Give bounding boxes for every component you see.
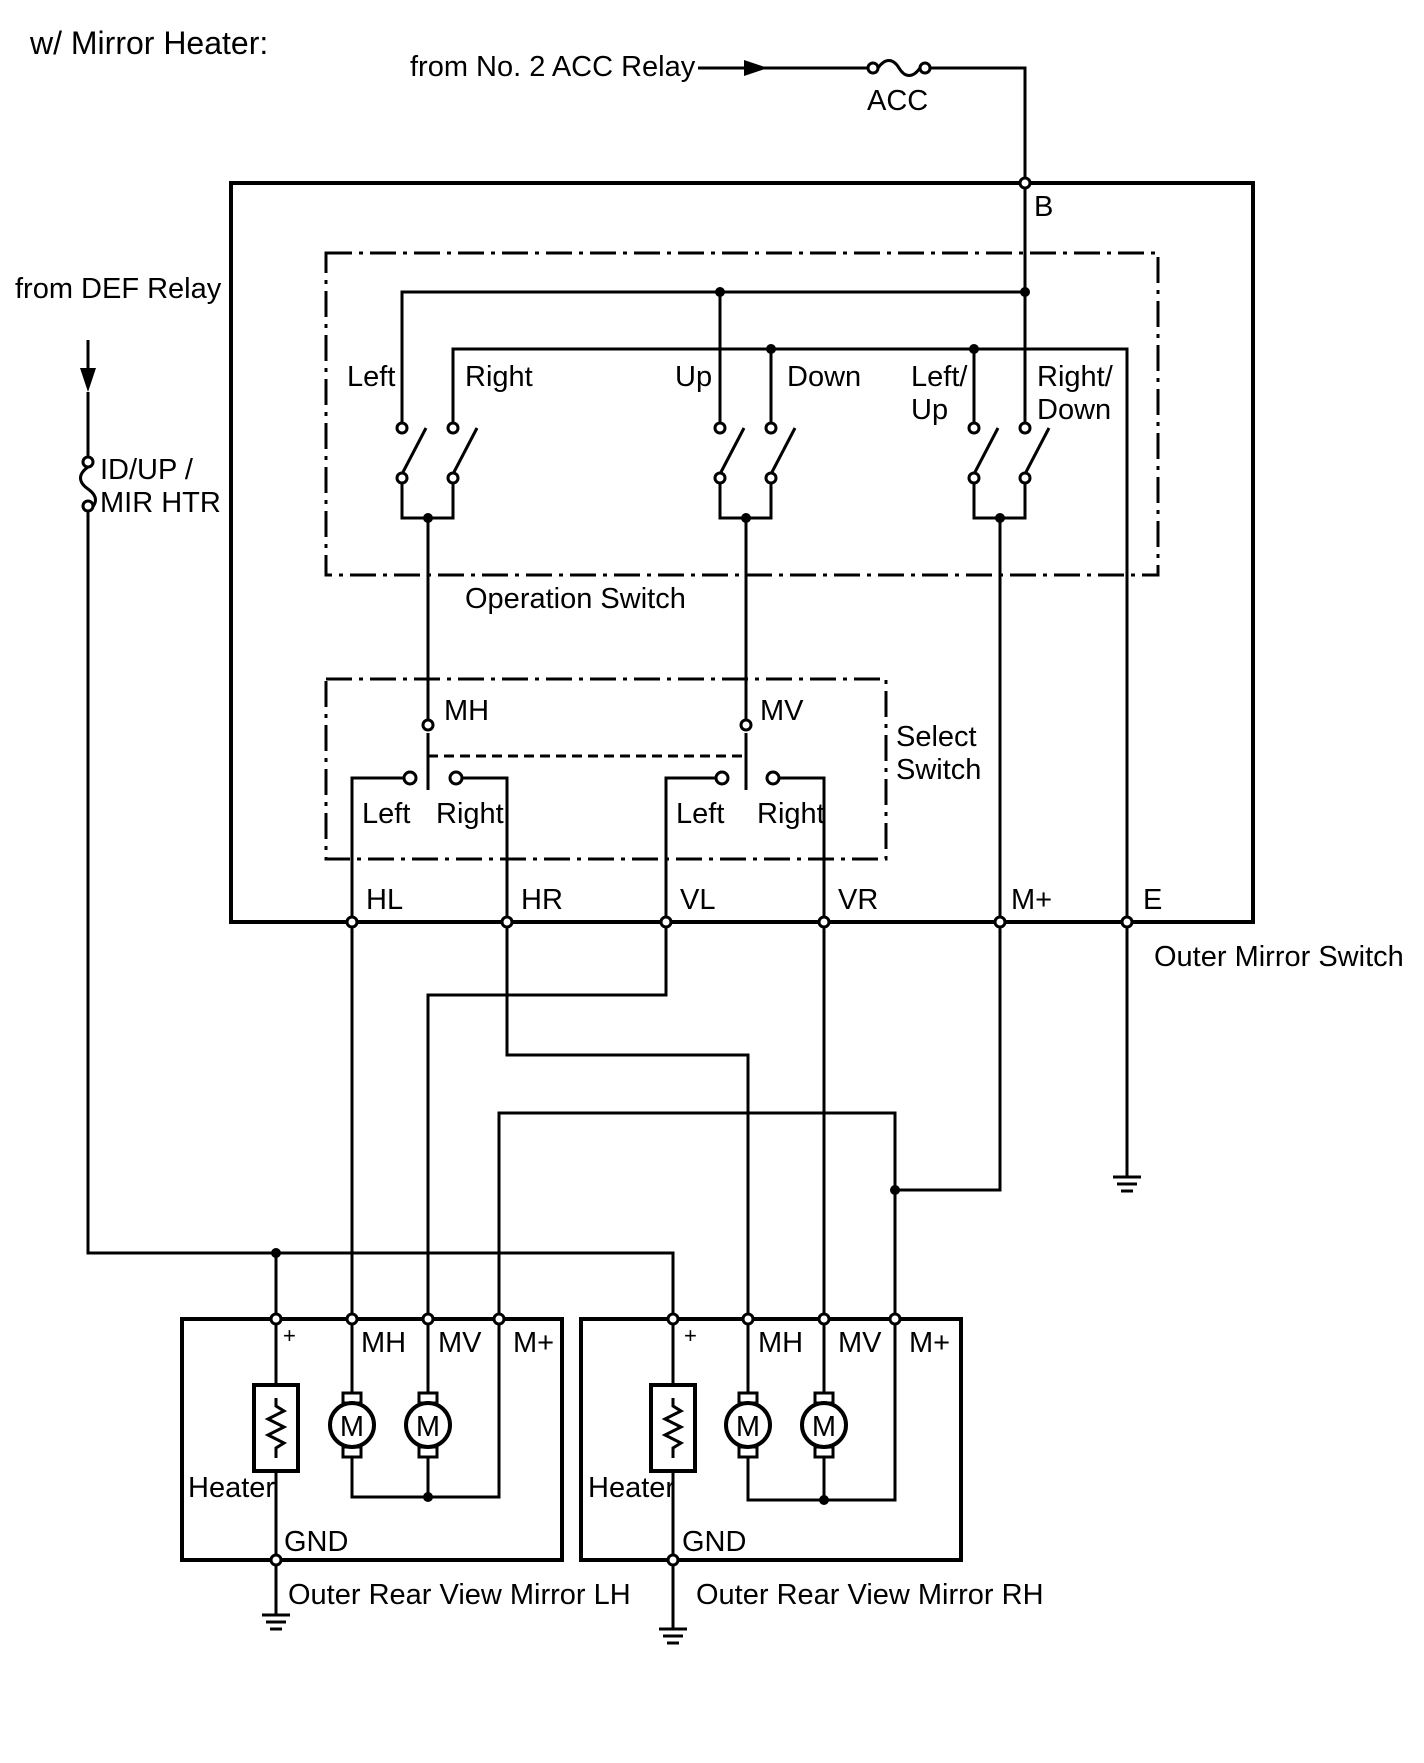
motor-label: M (340, 1411, 364, 1443)
contact-left-up-label-1: Left/ (911, 361, 968, 393)
contact-down-label: Down (787, 361, 861, 393)
terminal-m-plus (993, 915, 1007, 929)
operation-switch-label: Operation Switch (465, 583, 686, 615)
switch-up-down (713, 421, 797, 523)
mirror-lh-mplus-label: M+ (513, 1327, 554, 1359)
select-mv-right-label: Right (757, 798, 825, 830)
arrow-down-icon (80, 368, 96, 392)
terminal-hl-label: HL (366, 884, 403, 916)
motor-mv-icon: M (800, 1391, 848, 1459)
select-switch: Select Switch MH Left Right MV Left Righ… (324, 677, 981, 922)
switch-left-right (395, 421, 479, 523)
select-mv-left-label: Left (676, 798, 724, 830)
select-switch-label-2: Switch (896, 754, 981, 786)
heater-resistor-icon (252, 1383, 300, 1473)
mirror-lh-plus-label: + (283, 1323, 296, 1348)
heater-resistor-icon (649, 1383, 697, 1473)
motor-mh-icon: M (724, 1391, 772, 1459)
mirror-lh: Outer Rear View Mirror LH + MH MV M+ Hea… (180, 1312, 631, 1631)
terminal-e (1120, 915, 1134, 929)
ground-icon (1113, 1175, 1141, 1193)
terminal-e-label: E (1143, 884, 1162, 916)
terminal-hl (345, 915, 359, 929)
mirror-rh: Outer Rear View Mirror RH + MH MV M+ Hea… (579, 1312, 1044, 1645)
ground-icon (659, 1627, 687, 1645)
contact-right-label: Right (465, 361, 533, 393)
contact-left-label: Left (347, 361, 395, 393)
motor-label: M (812, 1411, 836, 1443)
diagram-title: w/ Mirror Heater: (29, 25, 268, 61)
acc-relay-label: from No. 2 ACC Relay (410, 51, 696, 83)
acc-fuse-icon (866, 59, 932, 77)
operation-switch: Operation Switch Left Right (324, 251, 1160, 922)
select-mh-left-label: Left (362, 798, 410, 830)
contact-right-down-label-1: Right/ (1037, 361, 1114, 393)
mirror-lh-mv-label: MV (438, 1327, 482, 1359)
motor-mv-icon: M (404, 1391, 452, 1459)
heater-fuse-label-2: MIR HTR (100, 487, 221, 519)
mirror-rh-mh-label: MH (758, 1327, 803, 1359)
terminal-vr-label: VR (838, 884, 878, 916)
mirror-lh-mh-label: MH (361, 1327, 406, 1359)
terminal-hr-label: HR (521, 884, 563, 916)
mirror-lh-label: Outer Rear View Mirror LH (288, 1579, 631, 1611)
motor-label: M (736, 1411, 760, 1443)
outer-mirror-switch: Outer Mirror Switch B (229, 176, 1404, 973)
terminal-b (1018, 176, 1032, 190)
heater-fuse-label-1: ID/UP / (100, 454, 194, 486)
outer-mirror-switch-label: Outer Mirror Switch (1154, 941, 1404, 973)
heater-fuse-icon (79, 455, 97, 513)
acc-supply: from No. 2 ACC Relay ACC (410, 51, 1027, 183)
mirror-rh-heater-label: Heater (588, 1472, 675, 1504)
mirror-lh-gnd-label: GND (284, 1526, 348, 1558)
contact-right-down-label-2: Down (1037, 394, 1111, 426)
mirror-rh-mv-label: MV (838, 1327, 882, 1359)
mirror-rh-label: Outer Rear View Mirror RH (696, 1579, 1044, 1611)
select-switch-label-1: Select (896, 721, 977, 753)
motor-label: M (416, 1411, 440, 1443)
mirror-rh-plus-label: + (684, 1323, 697, 1348)
def-relay-label: from DEF Relay (15, 273, 222, 305)
terminal-vr (817, 915, 831, 929)
terminal-vl (659, 915, 673, 929)
mirror-lh-heater-label: Heater (188, 1472, 275, 1504)
external-wiring (350, 927, 1141, 1314)
select-mh-label: MH (444, 695, 489, 727)
acc-fuse-label: ACC (867, 85, 928, 117)
contact-left-up-label-2: Up (911, 394, 948, 426)
switch-leftup-rightdown (967, 421, 1051, 523)
mirror-rh-gnd-label: GND (682, 1526, 746, 1558)
def-relay-feed: from DEF Relay ID/UP / MIR HTR (15, 273, 675, 1314)
select-mh-right-label: Right (436, 798, 504, 830)
terminal-hr (500, 915, 514, 929)
motor-mh-icon: M (328, 1391, 376, 1459)
terminal-m-plus-label: M+ (1011, 884, 1052, 916)
terminal-vl-label: VL (680, 884, 715, 916)
switch-bottom-terminals: HL HR VL VR M+ E (345, 884, 1162, 929)
contact-up-label: Up (675, 361, 712, 393)
select-mv-label: MV (760, 695, 804, 727)
terminal-b-label: B (1034, 191, 1053, 223)
mirror-rh-mplus-label: M+ (909, 1327, 950, 1359)
ground-icon (262, 1613, 290, 1631)
